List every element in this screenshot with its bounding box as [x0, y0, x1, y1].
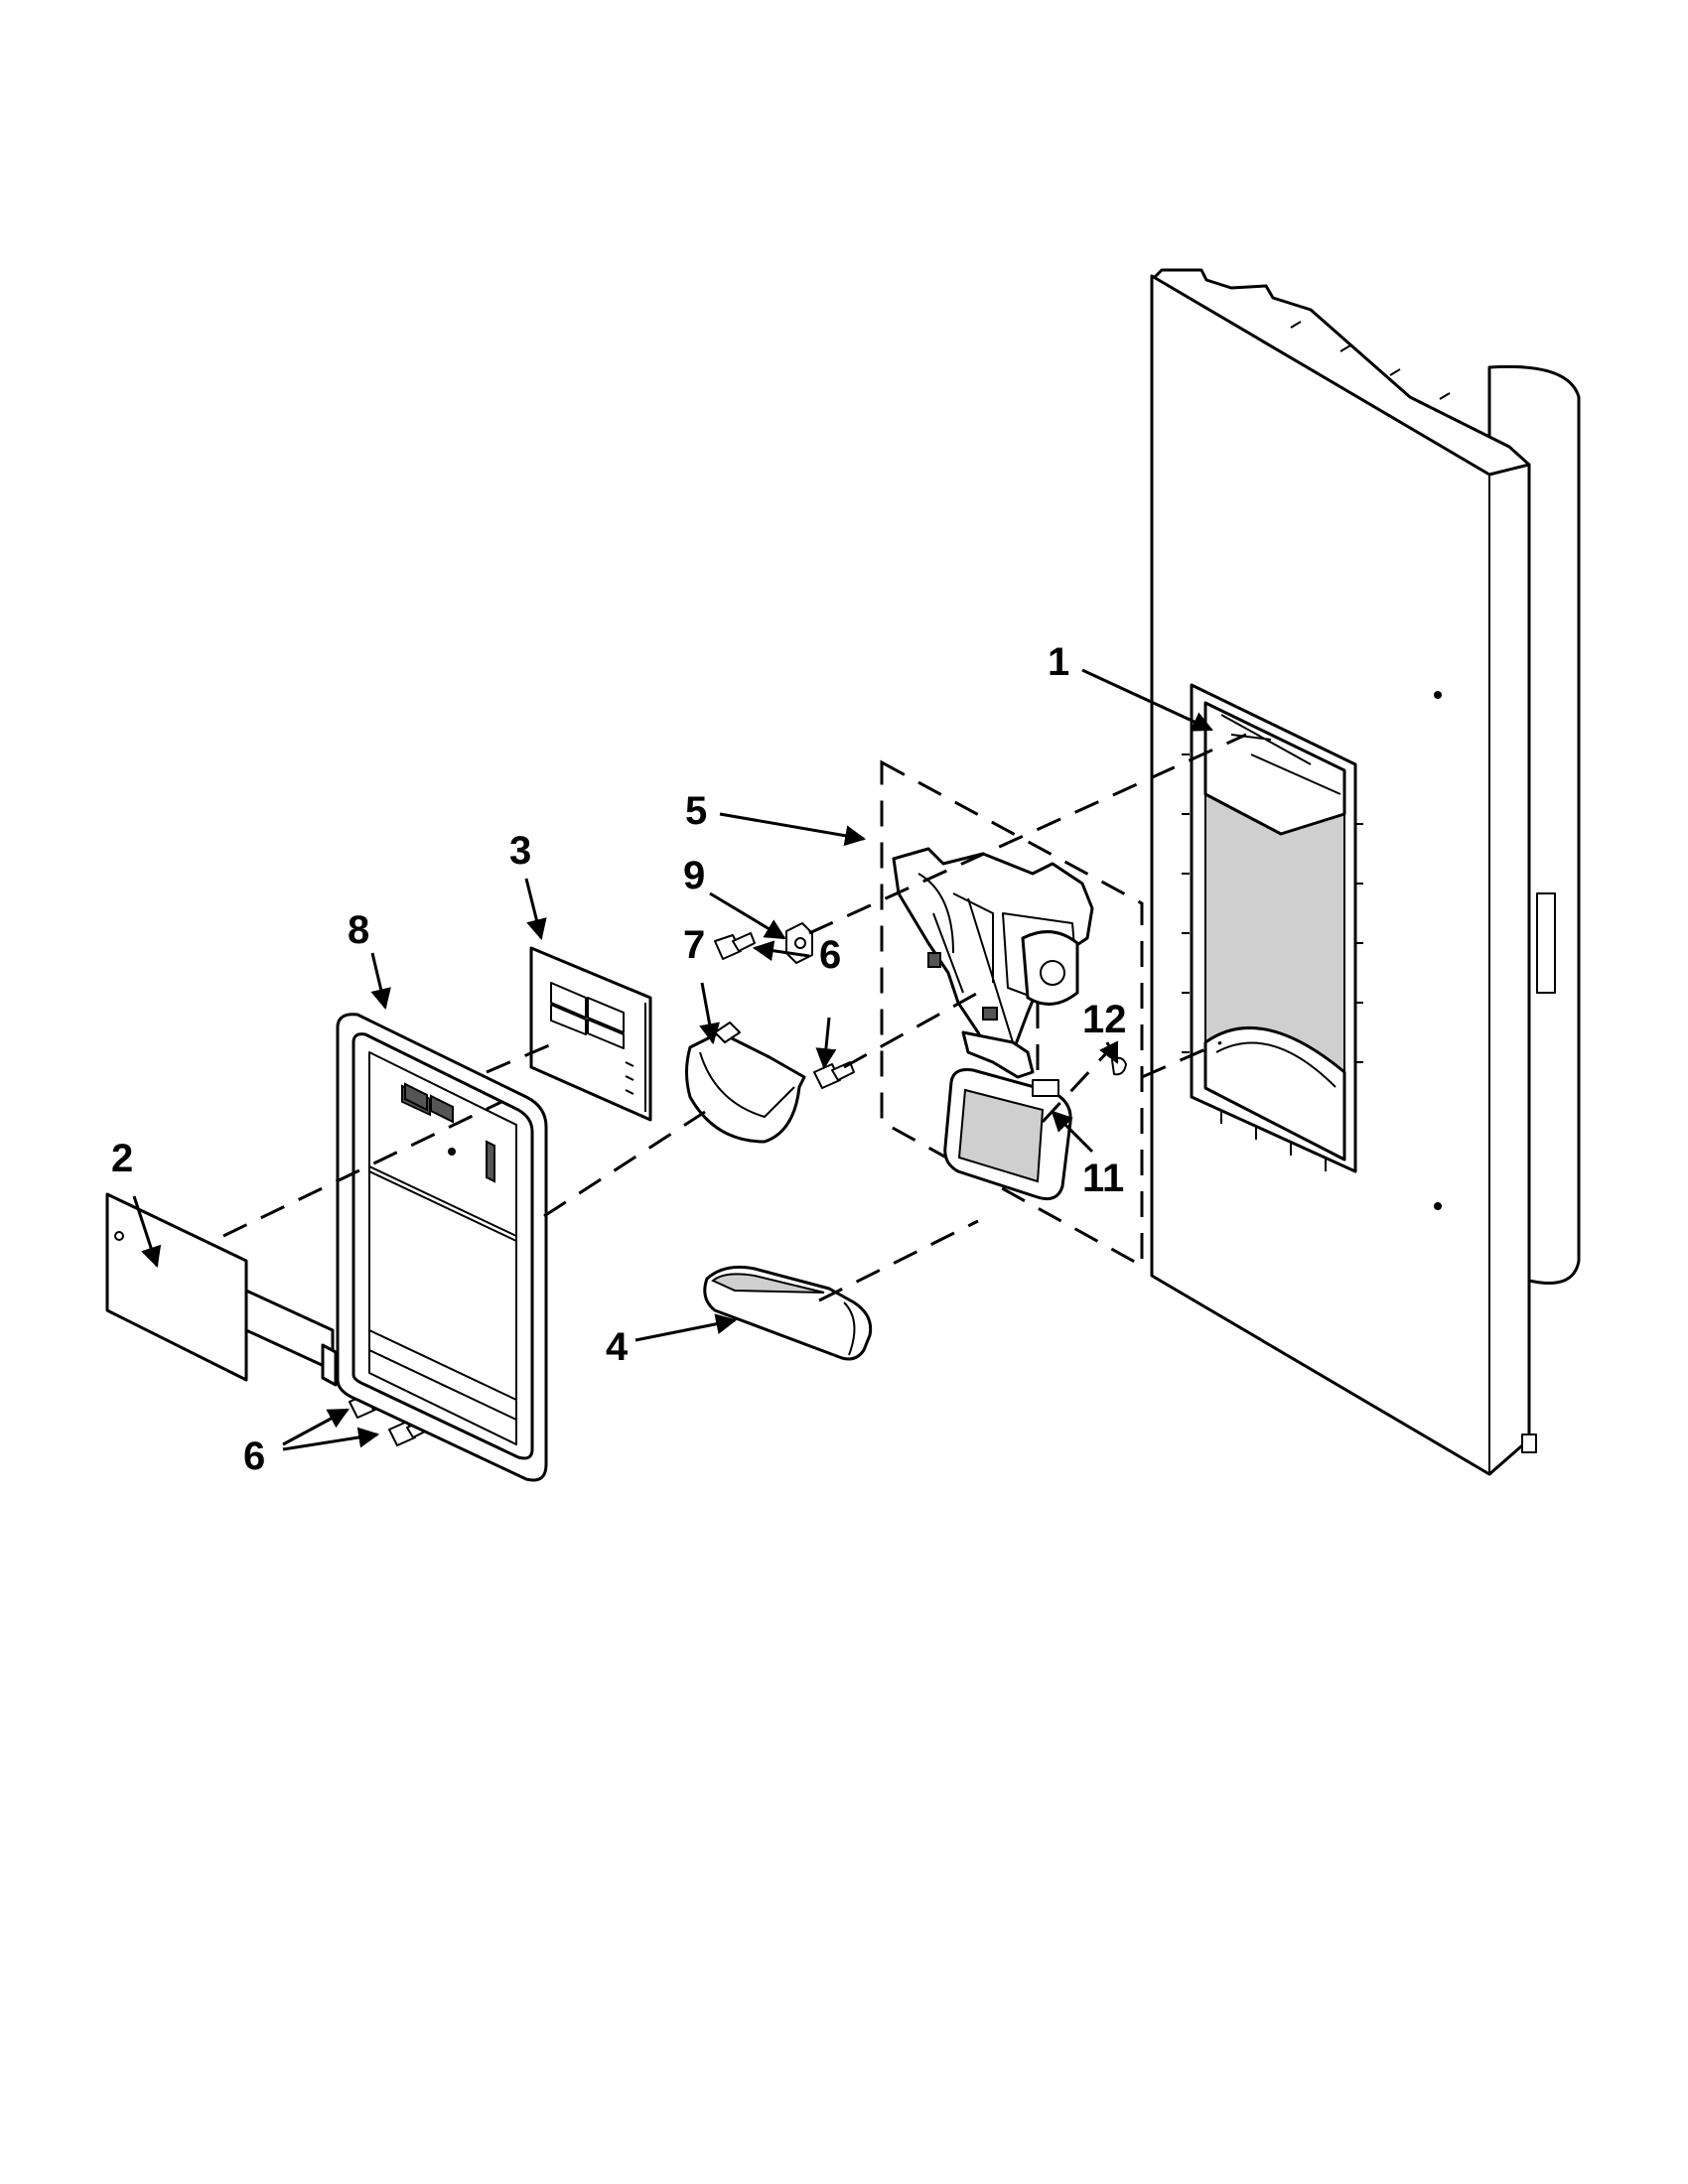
callout-4: 4 — [606, 1325, 629, 1369]
clip-part-12 — [1111, 1056, 1127, 1076]
callout-9: 9 — [683, 854, 705, 897]
paddle-part-11 — [943, 1030, 1072, 1201]
callout-8: 8 — [348, 908, 369, 952]
assembly-lines — [222, 733, 1247, 1302]
overlay-part-2 — [105, 1192, 338, 1387]
guide-part-7 — [685, 1022, 806, 1144]
trim-part-4 — [703, 1265, 873, 1361]
dispenser-mechanism-part-5 — [892, 847, 1094, 1062]
bezel-part-8 — [336, 1013, 548, 1482]
callout-11: 11 — [1082, 1157, 1124, 1200]
callout-6-lower: 6 — [243, 1434, 265, 1478]
callout-6-upper: 6 — [819, 933, 841, 977]
callout-7: 7 — [683, 923, 705, 967]
callout-5: 5 — [685, 789, 707, 833]
callout-3: 3 — [509, 829, 531, 873]
callout-12: 12 — [1082, 998, 1127, 1041]
callout-2: 2 — [111, 1137, 133, 1180]
control-board-part-3 — [529, 946, 652, 1122]
leader-arrows — [132, 668, 1213, 1451]
door-panel-part-1 — [1150, 268, 1581, 1476]
callout-labels: 1 2 3 4 5 6 6 7 8 9 11 12 — [111, 640, 1127, 1478]
screw-upper — [714, 932, 756, 960]
callout-1: 1 — [1048, 640, 1069, 684]
